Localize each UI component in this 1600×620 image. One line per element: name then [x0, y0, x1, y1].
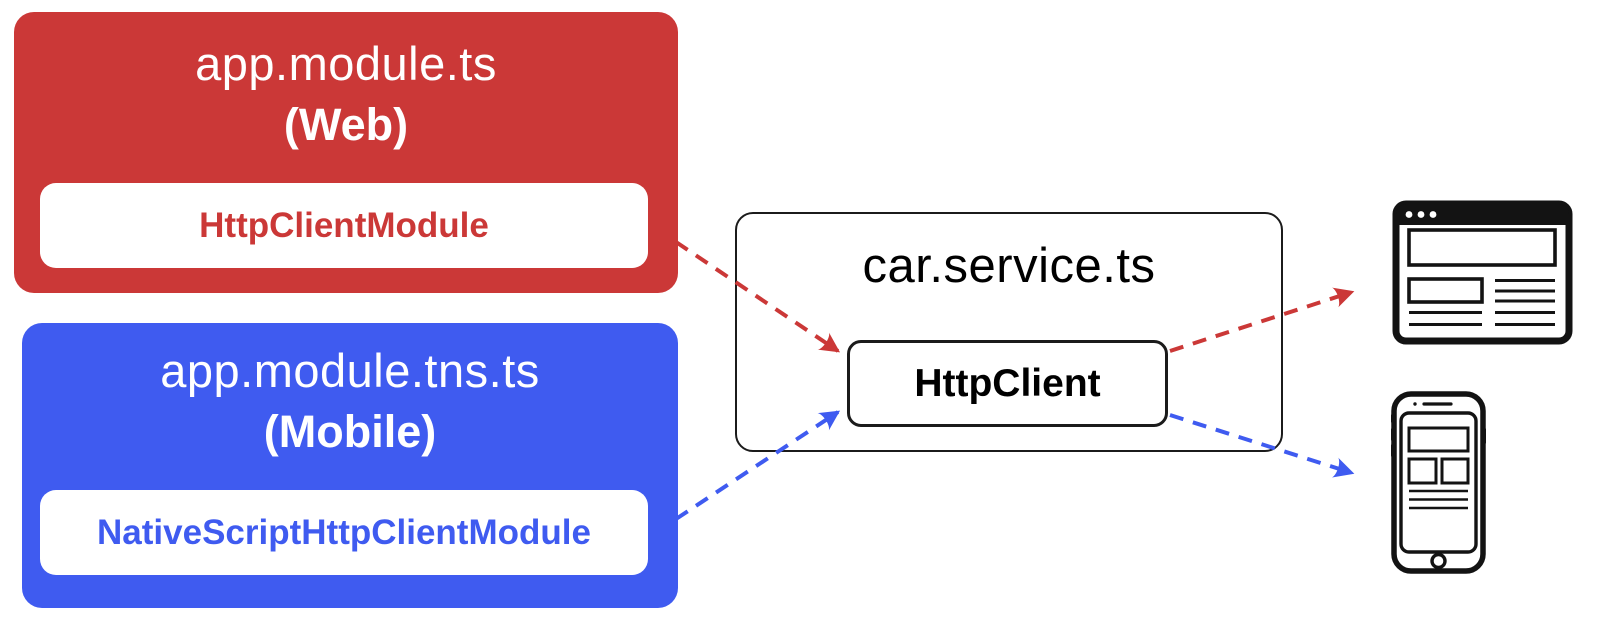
web-module-filename: app.module.ts	[195, 37, 497, 90]
service-filename: car.service.ts	[862, 239, 1156, 293]
web-module-box: app.module.ts (Web) HttpClientModule	[14, 12, 678, 293]
web-import-label: HttpClientModule	[199, 205, 489, 245]
mobile-module-filename: app.module.tns.ts	[160, 344, 540, 397]
mobile-import-label: NativeScriptHttpClientModule	[97, 512, 591, 552]
mobile-module-platform: (Mobile)	[263, 405, 437, 457]
browser-window-icon	[1392, 200, 1573, 345]
mobile-module-box: app.module.tns.ts (Mobile) NativeScriptH…	[22, 323, 678, 608]
mobile-import-pill: NativeScriptHttpClientModule	[40, 490, 648, 575]
httpclient-label: HttpClient	[914, 361, 1101, 405]
web-import-pill: HttpClientModule	[40, 183, 648, 268]
smartphone-icon	[1391, 391, 1486, 574]
httpclient-box: HttpClient	[847, 340, 1168, 427]
web-module-platform: (Web)	[283, 98, 409, 150]
